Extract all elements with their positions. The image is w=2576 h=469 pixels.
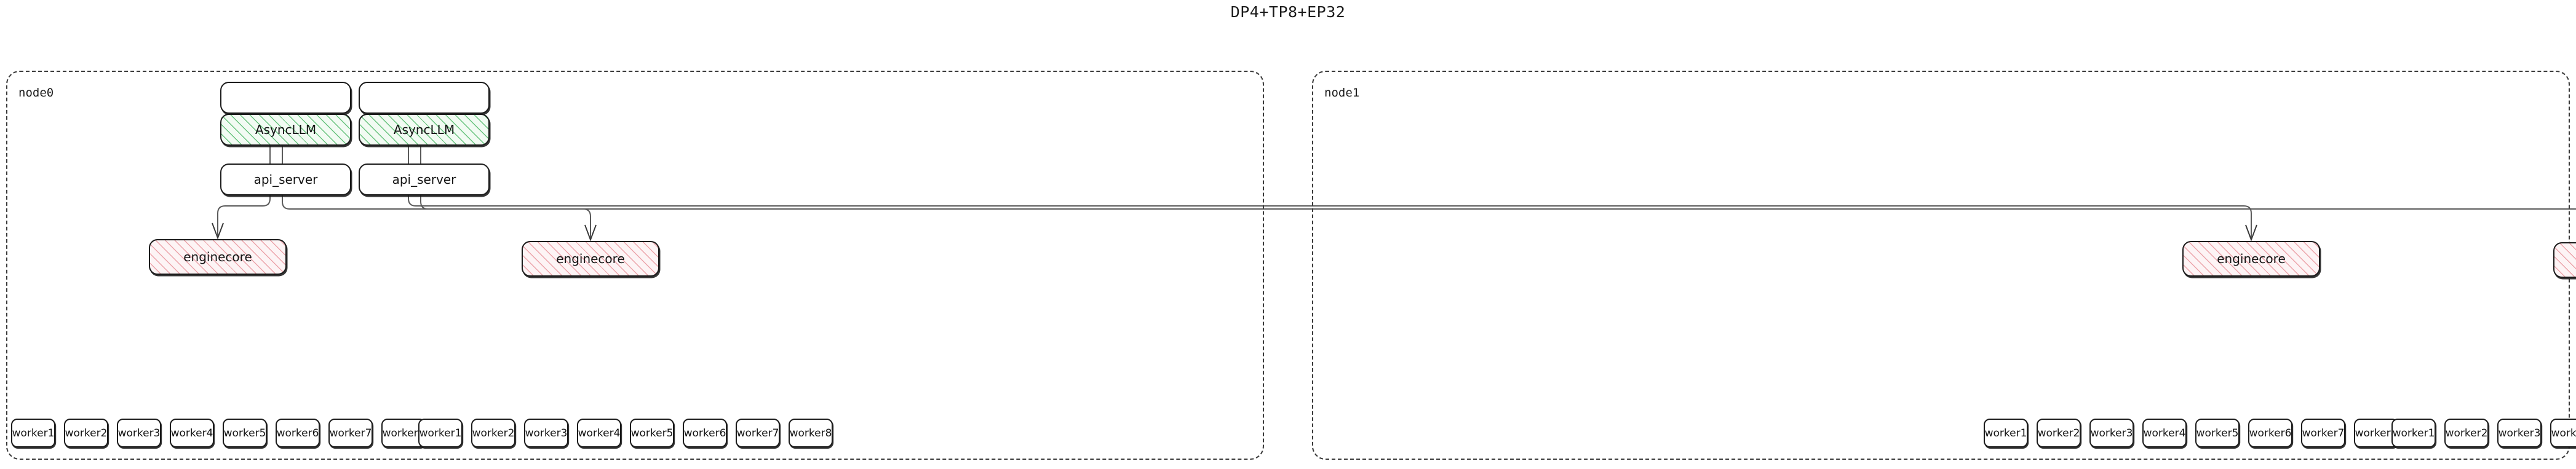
worker-box-node0-g1-1[interactable]: worker1 xyxy=(418,419,463,447)
api-server-box-node0-0-label: api_server xyxy=(253,172,318,187)
worker-box-node0-g1-5[interactable]: worker5 xyxy=(630,419,674,447)
api-server-box-node0-1[interactable]: api_server xyxy=(359,164,490,195)
worker-box-node0-g1-6-label: worker6 xyxy=(683,427,726,439)
worker-box-node1-g0-3[interactable]: worker3 xyxy=(2089,419,2134,447)
worker-box-node1-g0-2-label: worker2 xyxy=(2037,427,2080,439)
worker-box-node1-g1-1-label: worker1 xyxy=(2392,427,2435,439)
worker-box-node1-g1-1[interactable]: worker1 xyxy=(2391,419,2436,447)
worker-box-node1-g1-4-label: worker4 xyxy=(2551,427,2576,439)
worker-box-node0-g1-3-label: worker3 xyxy=(525,427,568,439)
enginecore-box-node1-0-label: enginecore xyxy=(2217,251,2286,266)
page-title: DP4+TP8+EP32 xyxy=(1230,3,1346,21)
worker-box-node0-g1-7[interactable]: worker7 xyxy=(736,419,780,447)
worker-box-node0-g0-5[interactable]: worker5 xyxy=(223,419,267,447)
worker-box-node0-g0-4[interactable]: worker4 xyxy=(170,419,214,447)
asyncllm-box-node0-1-label: AsyncLLM xyxy=(393,122,455,137)
worker-box-node0-g1-2-label: worker2 xyxy=(472,427,515,439)
worker-box-node0-g0-7-label: worker7 xyxy=(329,427,372,439)
worker-box-node1-g0-7[interactable]: worker7 xyxy=(2301,419,2345,447)
worker-box-node1-g0-1-label: worker1 xyxy=(1984,427,2027,439)
api-server-box-node0-1[interactable] xyxy=(359,82,490,114)
worker-box-node0-g1-1-label: worker1 xyxy=(419,427,462,439)
worker-box-node0-g0-3[interactable]: worker3 xyxy=(117,419,161,447)
worker-box-node0-g0-4-label: worker4 xyxy=(170,427,213,439)
worker-box-node0-g0-3-label: worker3 xyxy=(117,427,161,439)
worker-box-node0-g1-7-label: worker7 xyxy=(736,427,779,439)
worker-box-node0-g0-1[interactable]: worker1 xyxy=(11,419,55,447)
worker-box-node0-g0-5-label: worker5 xyxy=(223,427,266,439)
worker-box-node1-g0-3-label: worker3 xyxy=(2090,427,2133,439)
worker-box-node1-g0-5-label: worker5 xyxy=(2196,427,2239,439)
node-cluster-node0 xyxy=(6,71,1264,460)
api-server-box-node0-0[interactable]: api_server xyxy=(220,164,351,195)
enginecore-box-node0-1-label: enginecore xyxy=(556,251,625,266)
worker-box-node0-g1-4-label: worker4 xyxy=(578,427,621,439)
enginecore-box-node1-0[interactable]: enginecore xyxy=(2182,241,2320,277)
worker-box-node1-g0-8[interactable]: worker8 xyxy=(2354,419,2398,447)
worker-box-node1-g0-5[interactable]: worker5 xyxy=(2195,419,2240,447)
worker-box-node0-g0-7[interactable]: worker7 xyxy=(328,419,373,447)
asyncllm-box-node0-0[interactable]: AsyncLLM xyxy=(220,114,351,146)
worker-box-node0-g1-5-label: worker5 xyxy=(630,427,674,439)
worker-box-node1-g0-1[interactable]: worker1 xyxy=(1984,419,2028,447)
worker-box-node0-g0-6[interactable]: worker6 xyxy=(276,419,320,447)
worker-box-node1-g0-4[interactable]: worker4 xyxy=(2142,419,2187,447)
api-server-box-node0-0[interactable] xyxy=(220,82,351,114)
worker-box-node0-g0-1-label: worker1 xyxy=(12,427,55,439)
worker-box-node1-g1-2[interactable]: worker2 xyxy=(2444,419,2489,447)
enginecore-box-node0-1[interactable]: enginecore xyxy=(522,241,659,277)
worker-box-node0-g1-3[interactable]: worker3 xyxy=(524,419,568,447)
asyncllm-box-node0-0-label: AsyncLLM xyxy=(255,122,317,137)
asyncllm-box-node0-1[interactable]: AsyncLLM xyxy=(359,114,490,146)
enginecore-box-node1-1[interactable]: enginecore xyxy=(2553,242,2576,278)
worker-box-node0-g0-2[interactable]: worker2 xyxy=(64,419,108,447)
node-label-node1: node1 xyxy=(1324,86,1360,100)
worker-box-node1-g0-8-label: worker8 xyxy=(2355,427,2398,439)
worker-box-node0-g1-8[interactable]: worker8 xyxy=(789,419,833,447)
worker-box-node0-g0-2-label: worker2 xyxy=(65,427,108,439)
worker-box-node0-g1-6[interactable]: worker6 xyxy=(683,419,727,447)
worker-box-node1-g0-6[interactable]: worker6 xyxy=(2248,419,2292,447)
enginecore-box-node0-0-label: enginecore xyxy=(183,250,252,264)
worker-box-node1-g1-3-label: worker3 xyxy=(2498,427,2541,439)
api-server-box-node0-1-label: api_server xyxy=(392,172,456,187)
worker-box-node0-g0-6-label: worker6 xyxy=(276,427,319,439)
node-label-node0: node0 xyxy=(18,86,54,100)
worker-box-node1-g0-2[interactable]: worker2 xyxy=(2037,419,2081,447)
worker-box-node1-g1-4[interactable]: worker4 xyxy=(2550,419,2576,447)
worker-box-node0-g0-8-label: worker8 xyxy=(382,427,425,439)
worker-box-node1-g0-6-label: worker6 xyxy=(2249,427,2292,439)
worker-box-node1-g0-7-label: worker7 xyxy=(2302,427,2345,439)
worker-box-node1-g1-2-label: worker2 xyxy=(2445,427,2488,439)
worker-box-node1-g0-4-label: worker4 xyxy=(2143,427,2186,439)
worker-box-node0-g1-8-label: worker8 xyxy=(789,427,832,439)
worker-box-node1-g1-3[interactable]: worker3 xyxy=(2497,419,2542,447)
node-cluster-node1 xyxy=(1312,71,2570,460)
worker-box-node0-g1-4[interactable]: worker4 xyxy=(577,419,621,447)
enginecore-box-node0-0[interactable]: enginecore xyxy=(149,239,287,275)
worker-box-node0-g1-2[interactable]: worker2 xyxy=(471,419,515,447)
